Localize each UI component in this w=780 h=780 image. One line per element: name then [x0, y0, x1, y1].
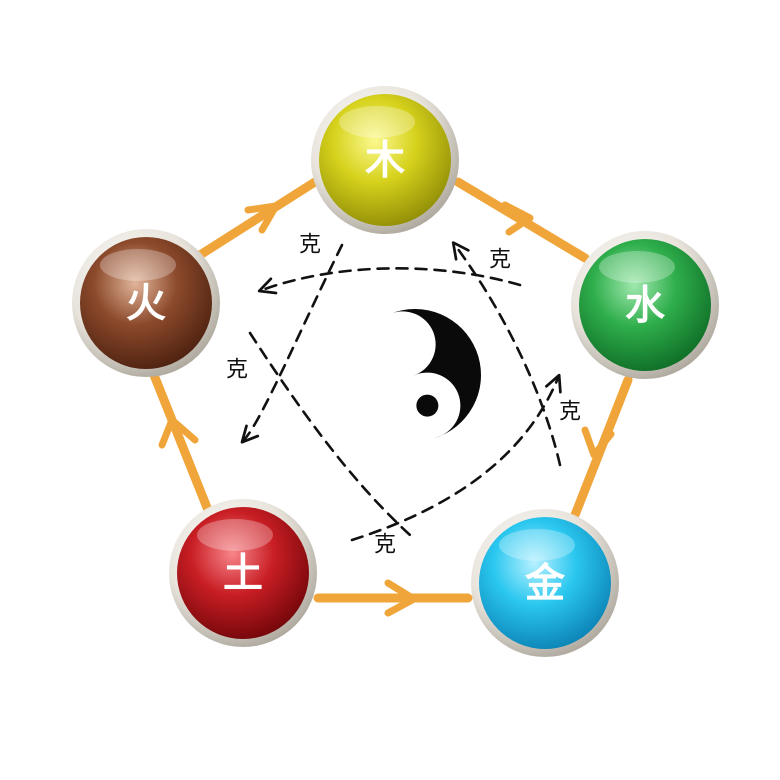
element-orb-earth: 土 — [169, 499, 317, 647]
dashed-arrow-fire-to-metal — [248, 331, 412, 537]
ke-label-bottom: 克 — [374, 533, 396, 558]
orb-label-fire: 火 — [126, 280, 166, 327]
arrow-earth-to-fire — [147, 365, 213, 515]
orb-ball-metal — [479, 517, 611, 649]
ke-label-top-right: 克 — [489, 248, 511, 273]
dashed-arrow-wood-to-earth — [240, 243, 344, 444]
orb-ball-fire — [80, 237, 212, 369]
ke-label-top-left: 克 — [299, 233, 321, 258]
orb-ball-water — [579, 239, 711, 371]
arrow-fire-to-wood — [195, 175, 323, 260]
orb-label-metal: 金 — [524, 560, 566, 607]
arrow-fire-to-wood-head — [244, 202, 280, 234]
arrow-wood-to-water-head — [501, 201, 534, 236]
ke-labels: 克 克 克 克 克 — [226, 233, 581, 558]
element-orb-fire: 火 — [72, 229, 220, 377]
orb-highlight-earth — [197, 519, 273, 551]
orb-highlight-wood — [339, 106, 415, 138]
yin-yang-icon — [349, 309, 481, 441]
dashed-arrow-earth-to-water — [350, 373, 562, 542]
generation-cycle — [147, 175, 633, 617]
orb-highlight-water — [599, 251, 675, 283]
dashed-arrow-water-to-fire — [257, 267, 522, 295]
element-orb-water: 水 — [571, 231, 719, 379]
orb-highlight-metal — [499, 529, 575, 561]
arrow-earth-to-fire-head — [158, 416, 199, 449]
element-orb-metal: 金 — [471, 509, 619, 657]
overcoming-cycle — [240, 241, 562, 542]
ke-label-left: 克 — [226, 358, 248, 383]
orb-label-wood: 木 — [365, 137, 405, 184]
dashed-arrow-metal-to-wood — [451, 241, 562, 467]
element-orbs: 木水金 土 火 — [72, 86, 719, 657]
orb-ball-earth — [177, 507, 309, 639]
arrow-earth-to-metal-head — [384, 579, 418, 617]
orb-highlight-fire — [100, 249, 176, 281]
ke-label-right: 克 — [559, 400, 581, 425]
orb-label-water: 水 — [625, 282, 666, 329]
orb-label-earth: 土 — [223, 550, 263, 597]
orb-ball-wood — [319, 94, 451, 226]
element-orb-wood: 木 — [311, 86, 459, 234]
arrow-water-to-metal-head — [581, 426, 615, 459]
